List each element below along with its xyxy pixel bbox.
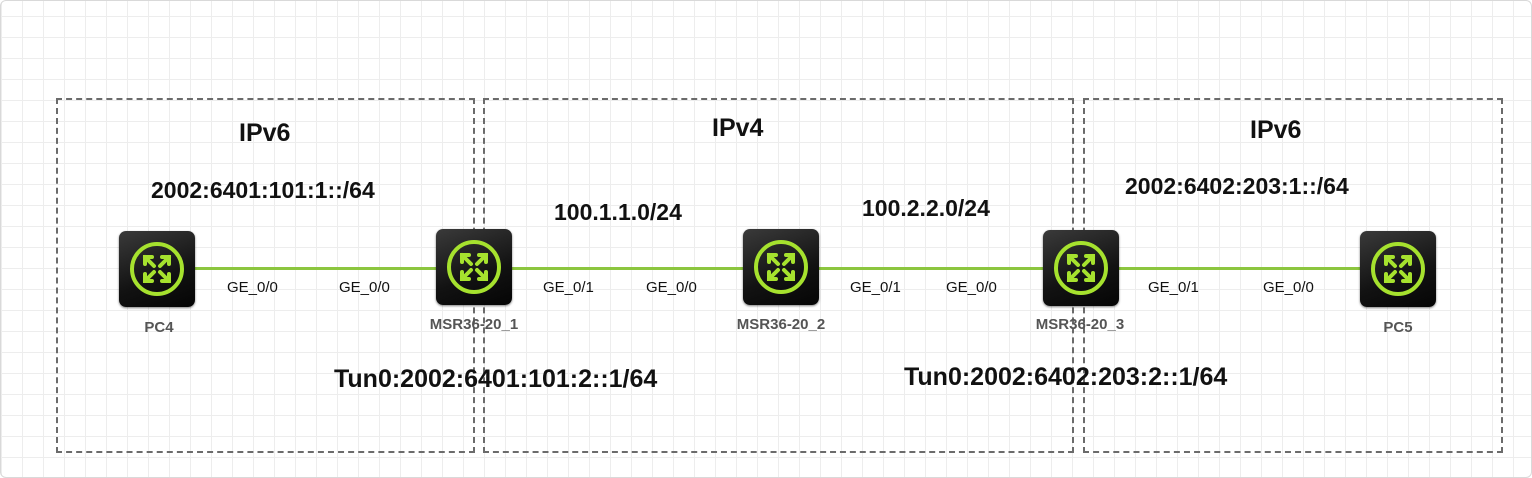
- device-label-pc4: PC4: [144, 319, 174, 336]
- router-icon: [130, 242, 184, 296]
- tunnel-label-msr3: Tun0:2002:6402:203:2::1/64: [904, 363, 1228, 391]
- port-label: GE_0/0: [946, 279, 997, 296]
- router-icon: [1054, 241, 1108, 295]
- device-msr36-20-2[interactable]: [743, 229, 819, 305]
- network-label-ipv4-2: 100.2.2.0/24: [862, 195, 990, 221]
- link-msr1-msr2[interactable]: [511, 267, 744, 270]
- port-label: GE_0/0: [227, 279, 278, 296]
- port-label: GE_0/0: [646, 279, 697, 296]
- device-pc5[interactable]: [1360, 231, 1436, 307]
- network-label-ipv6-left: 2002:6401:101:1::/64: [151, 177, 375, 203]
- device-pc4[interactable]: [119, 231, 195, 307]
- zone-ipv6-right: [1083, 98, 1503, 453]
- port-label: GE_0/1: [850, 279, 901, 296]
- router-icon: [754, 240, 808, 294]
- port-label: GE_0/1: [1148, 279, 1199, 296]
- zone-title-ipv4: IPv4: [712, 114, 764, 142]
- link-msr3-pc5[interactable]: [1118, 267, 1361, 270]
- network-label-ipv4-1: 100.1.1.0/24: [554, 199, 682, 225]
- tunnel-label-msr1: Tun0:2002:6401:101:2::1/64: [334, 365, 658, 393]
- router-icon: [1371, 242, 1425, 296]
- zone-title-ipv6-left: IPv6: [239, 119, 291, 147]
- link-pc4-msr1[interactable]: [195, 267, 437, 270]
- device-msr36-20-3[interactable]: [1043, 230, 1119, 306]
- port-label: GE_0/0: [1263, 279, 1314, 296]
- device-msr36-20-1[interactable]: [436, 229, 512, 305]
- device-label-pc5: PC5: [1383, 319, 1413, 336]
- device-label-msr36-20-1: MSR36-20_1: [429, 316, 519, 333]
- router-icon: [447, 240, 501, 294]
- network-label-ipv6-right: 2002:6402:203:1::/64: [1125, 173, 1349, 199]
- device-label-msr36-20-3: MSR36-20_3: [1035, 316, 1125, 333]
- zone-title-ipv6-right: IPv6: [1250, 116, 1302, 144]
- port-label: GE_0/0: [339, 279, 390, 296]
- port-label: GE_0/1: [543, 279, 594, 296]
- link-msr2-msr3[interactable]: [818, 267, 1044, 270]
- device-label-msr36-20-2: MSR36-20_2: [736, 316, 826, 333]
